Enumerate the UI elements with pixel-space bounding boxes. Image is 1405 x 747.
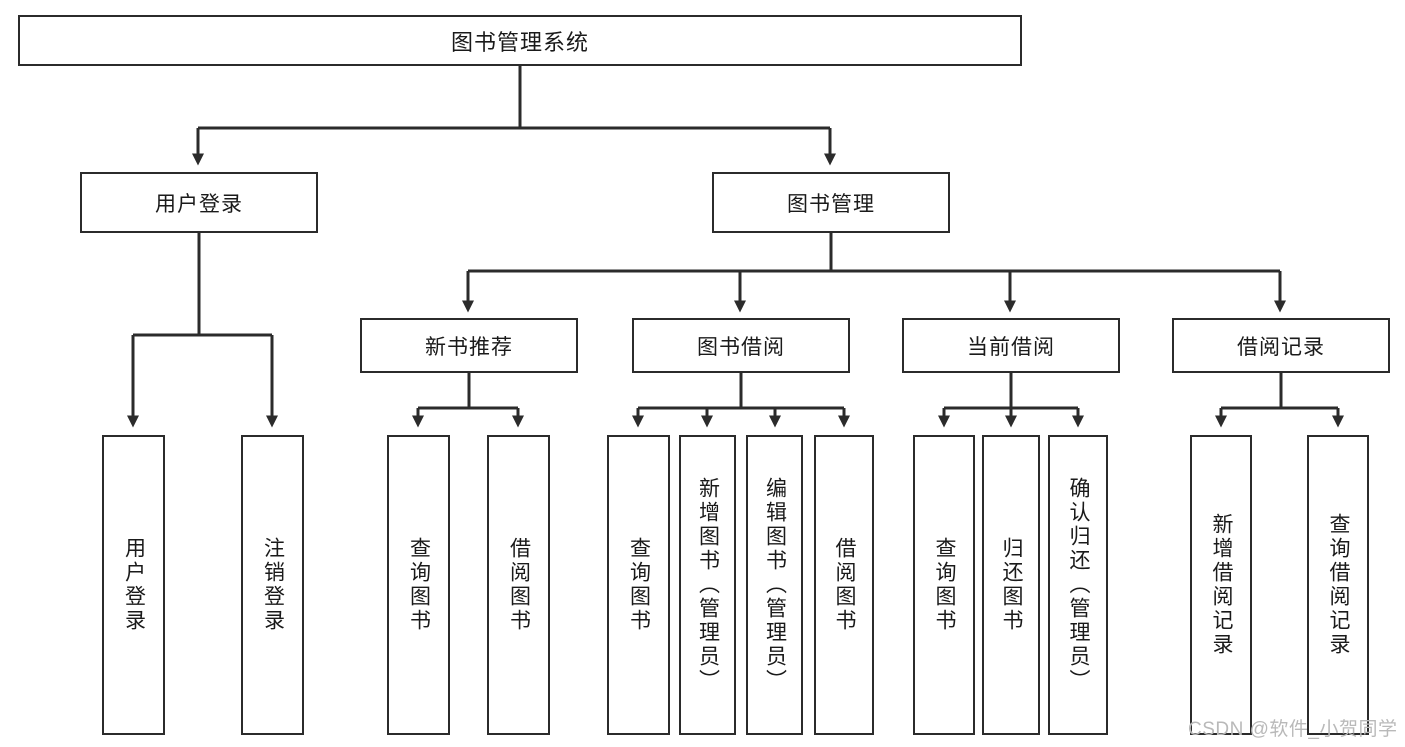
leaf-query-book-borrow[interactable]: 查询图书 [607,435,670,735]
leaf-add-borrow-record-label: 新增借阅记录 [1210,513,1234,657]
leaf-borrow-book-newbook-label: 借阅图书 [507,537,531,633]
leaf-add-borrow-record[interactable]: 新增借阅记录 [1190,435,1252,735]
leaf-edit-book-admin[interactable]: 编辑图书（管理员） [746,435,803,735]
leaf-confirm-return-admin-label: 确认归还（管理员） [1067,477,1091,693]
node-new-book-recommend-label: 新书推荐 [425,335,513,359]
node-current-borrow-label: 当前借阅 [967,335,1055,359]
leaf-query-book-newbook-label: 查询图书 [407,537,431,633]
leaf-logout-label: 注销登录 [261,537,285,633]
leaf-borrow-book-label: 借阅图书 [833,537,857,633]
node-current-borrow[interactable]: 当前借阅 [902,318,1120,373]
node-borrow-records-label: 借阅记录 [1237,335,1325,359]
node-borrow-records[interactable]: 借阅记录 [1172,318,1390,373]
leaf-confirm-return-admin[interactable]: 确认归还（管理员） [1048,435,1108,735]
node-user-login[interactable]: 用户登录 [80,172,318,233]
leaf-query-book-current-label: 查询图书 [933,537,957,633]
leaf-return-book-label: 归还图书 [1000,537,1024,633]
leaf-borrow-book[interactable]: 借阅图书 [814,435,874,735]
leaf-return-book[interactable]: 归还图书 [982,435,1040,735]
leaf-borrow-book-newbook[interactable]: 借阅图书 [487,435,550,735]
leaf-user-login[interactable]: 用户登录 [102,435,165,735]
node-new-book-recommend[interactable]: 新书推荐 [360,318,578,373]
node-root[interactable]: 图书管理系统 [18,15,1022,66]
leaf-logout[interactable]: 注销登录 [241,435,304,735]
leaf-user-login-label: 用户登录 [122,537,146,633]
leaf-add-book-admin[interactable]: 新增图书（管理员） [679,435,736,735]
leaf-add-book-admin-label: 新增图书（管理员） [696,477,720,693]
node-root-label: 图书管理系统 [450,29,589,55]
leaf-query-book-newbook[interactable]: 查询图书 [387,435,450,735]
node-user-login-label: 用户登录 [155,192,243,216]
node-book-borrow[interactable]: 图书借阅 [632,318,850,373]
node-book-borrow-label: 图书借阅 [697,335,785,359]
leaf-query-book-current[interactable]: 查询图书 [913,435,975,735]
node-book-management[interactable]: 图书管理 [712,172,950,233]
leaf-query-book-borrow-label: 查询图书 [627,537,651,633]
node-book-management-label: 图书管理 [787,192,875,216]
leaf-query-borrow-record[interactable]: 查询借阅记录 [1307,435,1369,735]
leaf-edit-book-admin-label: 编辑图书（管理员） [763,477,787,693]
watermark: CSDN @软件_小贺同学 [1188,719,1398,740]
leaf-query-borrow-record-label: 查询借阅记录 [1327,513,1351,657]
